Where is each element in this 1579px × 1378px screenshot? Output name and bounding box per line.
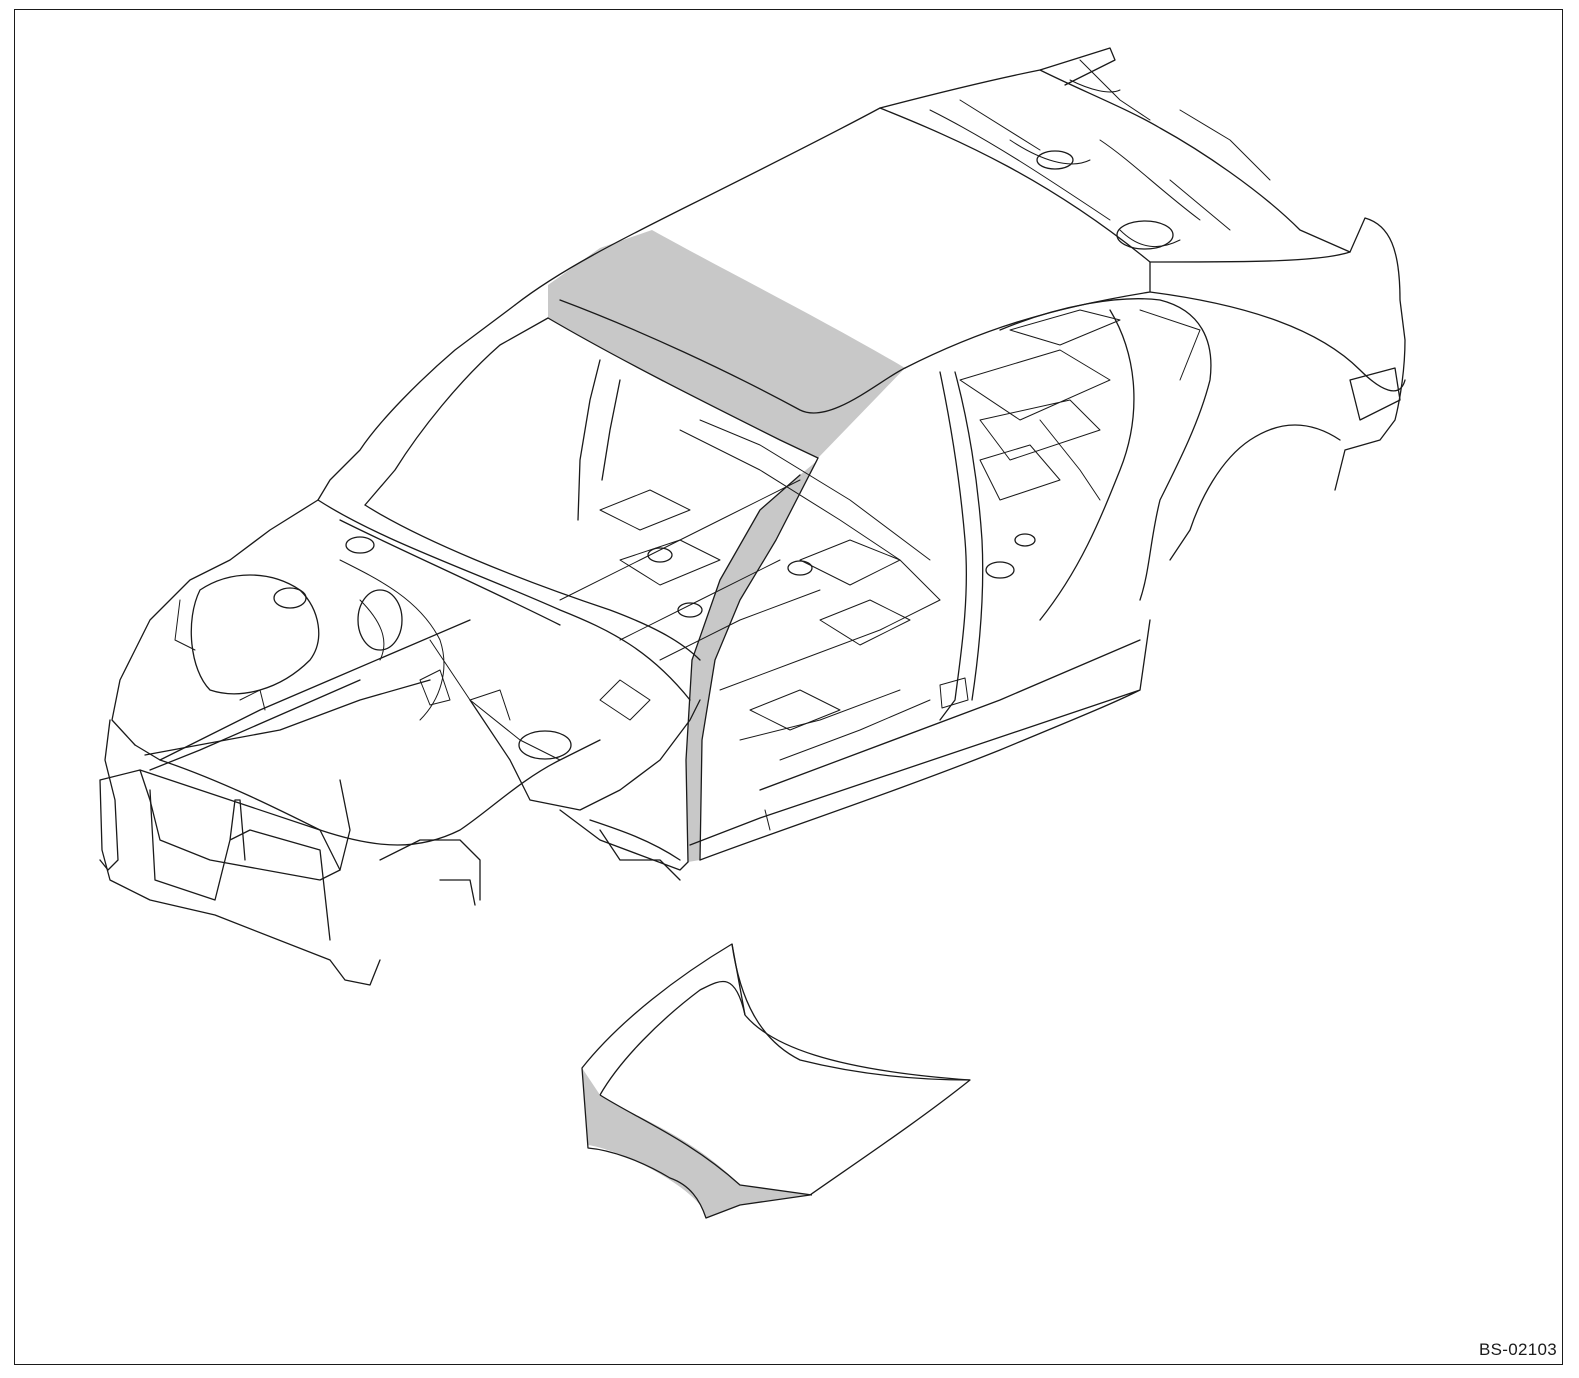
figure-reference-code: BS-02103 [1478,1340,1557,1359]
fender-front-bracket [99,719,119,871]
roof-inner-line [559,299,906,414]
bay-brackets [174,599,651,721]
hood-rear-edge [731,943,971,1081]
front-crossmember [144,679,431,871]
trunk-inner-1 [929,99,1231,248]
windshield-top [547,317,819,459]
cowl-panel [317,499,691,701]
rear-lamp-recess [1349,367,1401,421]
side-sill [689,619,1151,861]
hood-highlight [582,1068,812,1218]
floor-hole-4 [985,561,1015,579]
floor-pan [559,479,941,761]
floor-hole-2 [677,602,703,618]
rear-floor [959,349,1111,501]
rear-wheel-arch [1169,424,1341,561]
roof-right-edge [904,261,1151,369]
floor-tunnel [679,419,941,601]
strut-tower-right [518,730,572,760]
sill-detail [764,677,969,831]
floor-hole-5 [1014,533,1036,547]
left-a-pillar [317,304,516,501]
radiator-upper-bar [139,739,601,846]
left-a-pillar-inner [364,317,549,506]
brake-master-hole [345,536,375,554]
windshield-lower [364,504,701,661]
roof-rear-edge [879,107,1351,263]
roof-outline [514,47,1116,306]
seat-mounts [599,489,911,731]
hood-outline [581,943,971,1219]
engine-bay-inner [339,559,561,761]
firewall-hole [357,589,403,651]
b-pillar [939,371,984,721]
rear-quarter [1149,291,1406,392]
radiator-support [99,769,381,986]
hood-inner-crease [599,980,813,1196]
strut-tower-left [190,574,320,695]
side-member-right [379,839,481,906]
trunk-hole [1036,150,1074,170]
hood-panel [581,943,971,1219]
rear-deck [1039,69,1406,491]
right-a-pillar-outer [685,474,801,863]
radiator-frame [149,789,331,941]
right-wheelhouse [589,819,681,881]
front-fender-apron-right [469,699,701,871]
right-a-pillar [699,457,819,861]
floor-hole-3 [787,560,813,576]
pillar-highlight [686,460,818,862]
parcel-shelf [1009,309,1201,381]
rear-door-opening [999,298,1212,601]
roof-highlight [548,230,905,458]
figure-frame [14,9,1563,1365]
spare-tire-well [1116,220,1174,250]
floor-hole-1 [647,547,673,563]
front-fender-apron-left [111,499,319,746]
strut-hole-left [273,587,307,609]
c-pillar [1039,309,1135,621]
trunk-inner-2 [1069,59,1271,181]
windshield-right-frame [577,359,621,521]
